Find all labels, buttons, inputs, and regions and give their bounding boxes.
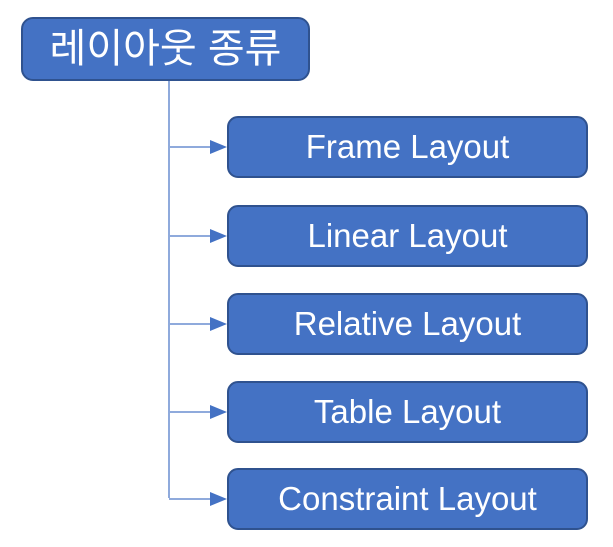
arrowhead-icon-1 [210, 229, 227, 243]
root-node[interactable]: 레이아웃 종류 [21, 17, 310, 81]
arrowhead-icon-0 [210, 140, 227, 154]
arrowhead-icon-3 [210, 405, 227, 419]
child-node-label: Constraint Layout [278, 479, 537, 517]
root-node-label: 레이아웃 종류 [49, 27, 282, 71]
child-node-relative-layout[interactable]: Relative Layout [227, 293, 588, 355]
arrowhead-icon-4 [210, 492, 227, 506]
child-node-frame-layout[interactable]: Frame Layout [227, 116, 588, 178]
child-node-linear-layout[interactable]: Linear Layout [227, 205, 588, 267]
child-node-label: Frame Layout [305, 127, 510, 165]
child-node-label: Table Layout [313, 392, 502, 430]
child-node-label: Linear Layout [307, 216, 508, 254]
child-node-constraint-layout[interactable]: Constraint Layout [227, 468, 588, 530]
arrowhead-icon-2 [210, 317, 227, 331]
child-node-table-layout[interactable]: Table Layout [227, 381, 588, 443]
child-node-label: Relative Layout [293, 304, 522, 342]
